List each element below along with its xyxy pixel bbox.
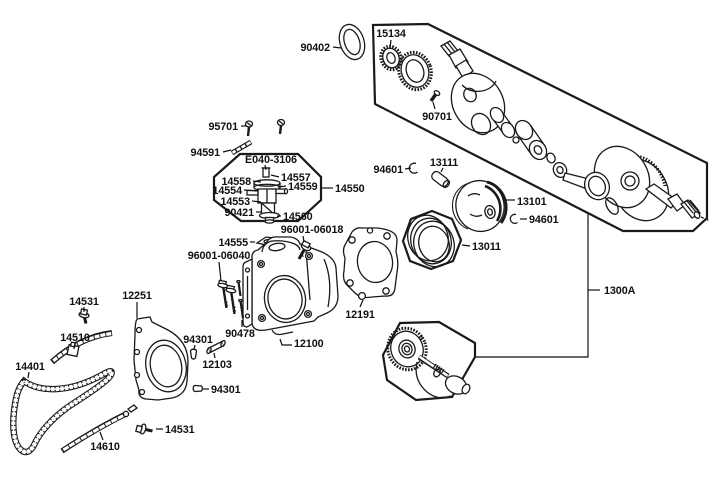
leader-line-12103: [213, 352, 216, 359]
part-label-94601: 94601: [529, 214, 559, 226]
part-label-14560: 14560: [283, 211, 313, 223]
piston-pin-13111: [431, 170, 451, 189]
part-label-90701: 90701: [422, 111, 452, 123]
leader-line-13011: [461, 244, 471, 247]
screws-95701: [244, 118, 286, 137]
oring-90402: [338, 23, 366, 61]
leader-line-14558: [252, 180, 262, 183]
dowel-pins-90478: [236, 279, 245, 319]
leader-line-14557: [270, 174, 280, 178]
leader-line-14610: [99, 431, 104, 441]
cam-chain-14401: [10, 368, 115, 456]
circlip-94601-left: [408, 162, 418, 174]
part-label-94301: 94301: [211, 384, 241, 396]
part-label-12191: 12191: [345, 309, 375, 321]
starter-driven-gear: [397, 50, 433, 92]
part-label-14401: 14401: [15, 361, 45, 373]
leader-line-14554: [243, 189, 259, 192]
leader-line-94601: [404, 167, 412, 170]
part-label-12103: 12103: [202, 359, 232, 371]
part-label-95701: 95701: [208, 121, 238, 133]
studs-96001-06040: [217, 279, 237, 315]
part-label-90421: 90421: [224, 207, 254, 219]
part-label-12251: 12251: [122, 290, 152, 302]
part-label-14610: 14610: [90, 441, 120, 453]
leader-line-94591: [222, 149, 232, 153]
crank-pin-bearing: [489, 106, 516, 139]
cylinder-gasket-12191: [342, 227, 399, 301]
circlip-94601-right: [509, 213, 518, 224]
leader-line-14553: [251, 200, 262, 203]
part-label-94301: 94301: [183, 334, 213, 346]
part-label-94601: 94601: [373, 164, 403, 176]
dowel-94301-upper: [189, 348, 198, 360]
part-label-13101: 13101: [517, 196, 547, 208]
crank-output-shaft: [644, 183, 711, 222]
leader-line-12191: [359, 299, 364, 308]
part-label-12100: 12100: [294, 338, 324, 350]
leader-line-90402: [332, 46, 342, 49]
part-label-14558: 14558: [221, 176, 251, 188]
chain-guide-14510: [50, 330, 113, 365]
pin-12103: [206, 339, 226, 355]
part-label-14553: 14553: [220, 196, 250, 208]
connecting-rod: [552, 162, 611, 201]
crankshaft-group-border: [371, 22, 709, 233]
leader-line-15134: [389, 39, 392, 49]
bolt-90701: [429, 89, 441, 103]
part-label-13011: 13011: [472, 241, 501, 253]
piston-13101: [451, 179, 508, 233]
leader-line-13111: [440, 167, 444, 173]
part-label-14531: 14531: [69, 296, 99, 308]
part-label-90402: 90402: [300, 42, 330, 54]
leader-line-90701: [432, 101, 436, 110]
part-label-14554: 14554: [212, 185, 242, 197]
crank-pin: [514, 119, 548, 161]
cylinder-block-12100: [242, 236, 339, 336]
bolt-14531-lower: [135, 423, 153, 435]
leader-line-14510: [73, 342, 76, 350]
leader-line-14401: [27, 371, 30, 379]
balancer-group: [381, 320, 477, 402]
part-label-13111: 13111: [430, 157, 458, 169]
piston-rings-13011: [401, 209, 463, 271]
leader-line-94301: [193, 344, 196, 351]
leader-line-14559: [277, 185, 287, 188]
crankshaft-drawing: [429, 40, 711, 222]
leader-line-96001-06018: [302, 235, 305, 243]
leader-line-12100: [279, 338, 292, 346]
part-label-14559: 14559: [288, 181, 318, 193]
part-label-96001-06040: 96001-06040: [188, 250, 251, 262]
part-label-14510: 14510: [60, 332, 90, 344]
part-label-14531: 14531: [165, 424, 195, 436]
pin-94591: [230, 139, 253, 156]
part-label-14557: 14557: [281, 172, 311, 184]
washer: [546, 152, 556, 164]
part-label-15134: 15134: [376, 28, 406, 40]
gear-15134: [379, 44, 403, 72]
leader-line-E040-3106: [264, 164, 267, 171]
part-label-14550: 14550: [335, 183, 365, 195]
part-label-94591: 94591: [190, 147, 220, 159]
chain-guide-14610: [60, 404, 139, 454]
chain-guide-plate-12251: [133, 316, 189, 401]
bolt-96001-06018: [297, 239, 312, 260]
part-label-90478: 90478: [225, 328, 255, 340]
1300A-bracket: [476, 214, 589, 358]
leader-line-96001-06040: [218, 261, 222, 282]
part-label-14555: 14555: [218, 237, 248, 249]
dowel-94301-lower: [192, 384, 203, 393]
part-label-1300A: 1300A: [604, 285, 636, 297]
part-label-E040-3106: E040-3106: [245, 154, 297, 166]
ball-bearing: [512, 136, 520, 144]
part-label-96001-06018: 96001-06018: [281, 224, 344, 236]
